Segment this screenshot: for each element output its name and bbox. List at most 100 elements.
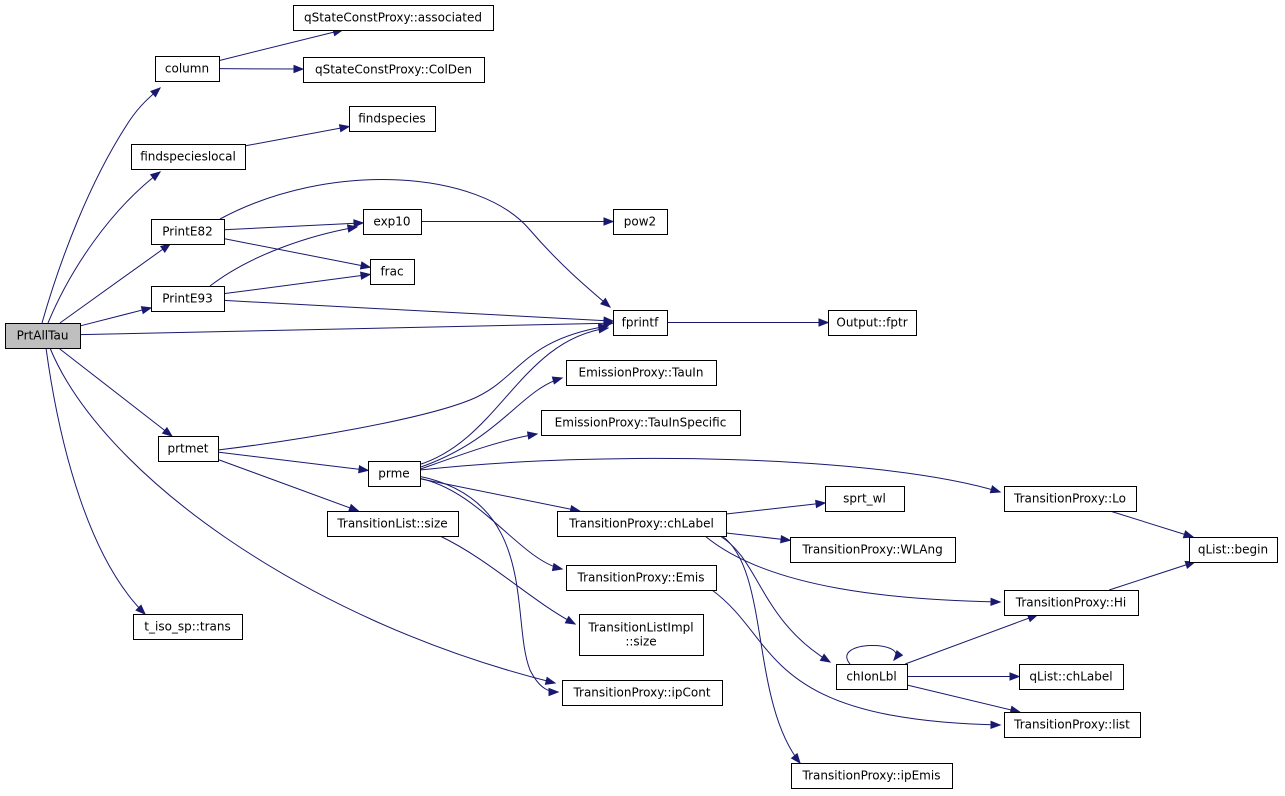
node-associated[interactable]: qStateConstProxy::associated xyxy=(293,5,494,31)
node-box[interactable] xyxy=(363,209,422,235)
node-colden[interactable]: qStateConstProxy::ColDen xyxy=(303,57,485,83)
edge-prme-to-TauInSpecific xyxy=(417,431,539,471)
edge-line xyxy=(846,645,897,665)
node-prtalltau[interactable]: PrtAllTau xyxy=(5,323,81,349)
edge-line xyxy=(417,433,538,471)
node-box[interactable] xyxy=(790,537,956,563)
node-printe82[interactable]: PrintE82 xyxy=(151,219,225,245)
node-box[interactable] xyxy=(158,436,219,462)
node-box[interactable] xyxy=(1004,590,1139,616)
node-box[interactable] xyxy=(151,286,225,312)
edge-PrintE93-to-fprintf xyxy=(223,299,615,325)
edge-column-to-ColDen xyxy=(218,64,305,74)
node-box[interactable] xyxy=(151,219,225,245)
node-box[interactable] xyxy=(1189,537,1278,563)
node-ipcont[interactable]: TransitionProxy::ipCont xyxy=(562,680,723,706)
node-pow2[interactable]: pow2 xyxy=(613,209,668,235)
node-box[interactable] xyxy=(791,763,953,789)
node-trans[interactable]: t_iso_sp::trans xyxy=(133,614,243,640)
edge-PrtAllTau-to-trans xyxy=(45,347,146,615)
edge-line xyxy=(218,29,343,62)
node-tlisize[interactable]: TransitionListImpl::size xyxy=(579,614,704,656)
node-box[interactable] xyxy=(327,511,459,537)
node-box[interactable] xyxy=(828,310,917,336)
node-wlang[interactable]: TransitionProxy::WLAng xyxy=(790,537,956,563)
node-box[interactable] xyxy=(1004,486,1137,512)
node-sprt_wl[interactable]: sprt_wl xyxy=(825,486,905,512)
edge-layer xyxy=(41,28,1197,765)
node-tlsize[interactable]: TransitionList::size xyxy=(327,511,459,537)
node-label: EmissionProxy::TauIn xyxy=(579,366,704,380)
arrowhead-icon xyxy=(990,597,1002,607)
node-box[interactable] xyxy=(1004,712,1141,738)
edge-line xyxy=(1109,510,1194,538)
node-box[interactable] xyxy=(613,209,668,235)
arrowhead-icon xyxy=(1009,672,1021,681)
node-box[interactable] xyxy=(579,614,704,656)
arrowhead-icon xyxy=(149,171,162,182)
node-box[interactable] xyxy=(825,486,905,512)
node-frac[interactable]: frac xyxy=(370,259,415,285)
edge-prtmet-to-TLsize xyxy=(217,459,360,512)
node-qbegin[interactable]: qList::begin xyxy=(1189,537,1278,563)
node-box[interactable] xyxy=(303,57,485,83)
node-box[interactable] xyxy=(566,565,717,591)
node-box[interactable] xyxy=(557,511,727,537)
node-emis[interactable]: TransitionProxy::Emis xyxy=(566,565,717,591)
arrowhead-icon xyxy=(358,465,370,474)
arrowhead-icon xyxy=(598,325,610,334)
node-tauinspecific[interactable]: EmissionProxy::TauInSpecific xyxy=(541,410,741,436)
node-ipemis[interactable]: TransitionProxy::ipEmis xyxy=(791,763,953,789)
arrowhead-icon xyxy=(990,720,1002,730)
node-prtmet[interactable]: prtmet xyxy=(158,436,219,462)
node-box[interactable] xyxy=(133,614,243,640)
node-list[interactable]: TransitionProxy::list xyxy=(1004,712,1141,738)
edge-line xyxy=(417,327,609,466)
edge-line xyxy=(49,347,556,684)
node-findspecies[interactable]: findspecies xyxy=(349,106,436,132)
node-layer: PrtAllTau column findspecieslocalPrintE82P… xyxy=(5,5,1278,789)
arrowhead-icon xyxy=(600,297,612,308)
arrowhead-icon xyxy=(780,534,792,544)
node-exp10[interactable]: exp10 xyxy=(363,209,422,235)
node-box[interactable] xyxy=(131,144,246,170)
node-box[interactable] xyxy=(562,680,723,706)
node-chionlbl[interactable]: chIonLbl xyxy=(836,664,908,690)
node-box[interactable] xyxy=(155,56,220,82)
node-column[interactable]: column xyxy=(155,56,220,82)
node-tpchlabel[interactable]: TransitionProxy::chLabel xyxy=(557,511,727,537)
node-qchlabel[interactable]: qList::chLabel xyxy=(1019,664,1124,690)
arrowhead-icon xyxy=(150,87,162,98)
edge-line xyxy=(417,477,563,570)
edge-PrintE82-to-exp10 xyxy=(223,219,365,231)
node-box[interactable] xyxy=(613,310,668,336)
edge-PrtAllTau-to-PrintE82 xyxy=(59,243,172,324)
node-box[interactable] xyxy=(566,360,717,386)
node-box[interactable] xyxy=(368,461,421,487)
node-hi[interactable]: TransitionProxy::Hi xyxy=(1004,590,1139,616)
node-label: prtmet xyxy=(167,442,208,456)
node-box[interactable] xyxy=(370,259,415,285)
edge-exp10-to-pow2 xyxy=(421,217,615,226)
arrowhead-icon xyxy=(564,615,577,625)
node-fprintf[interactable]: fprintf xyxy=(613,310,668,336)
node-box[interactable] xyxy=(5,323,81,349)
node-lo[interactable]: TransitionProxy::Lo xyxy=(1004,486,1137,512)
node-printe93[interactable]: PrintE93 xyxy=(151,286,225,312)
edge-prme-to-ipCont xyxy=(417,475,560,697)
node-box[interactable] xyxy=(349,106,436,132)
edge-line xyxy=(47,171,161,324)
edge-TPchLabel-to-Hi xyxy=(704,535,1002,607)
edge-line xyxy=(244,126,350,147)
node-findspecieslocal[interactable]: findspecieslocal xyxy=(131,144,246,170)
node-label: findspecieslocal xyxy=(140,150,236,164)
node-fptr[interactable]: Output::fptr xyxy=(828,310,917,336)
node-box[interactable] xyxy=(1019,664,1124,690)
node-tauin[interactable]: EmissionProxy::TauIn xyxy=(566,360,717,386)
node-box[interactable] xyxy=(293,5,494,31)
node-prme[interactable]: prme xyxy=(368,461,421,487)
node-label: PrintE93 xyxy=(162,292,212,306)
node-box[interactable] xyxy=(541,410,741,436)
node-box[interactable] xyxy=(836,664,908,690)
